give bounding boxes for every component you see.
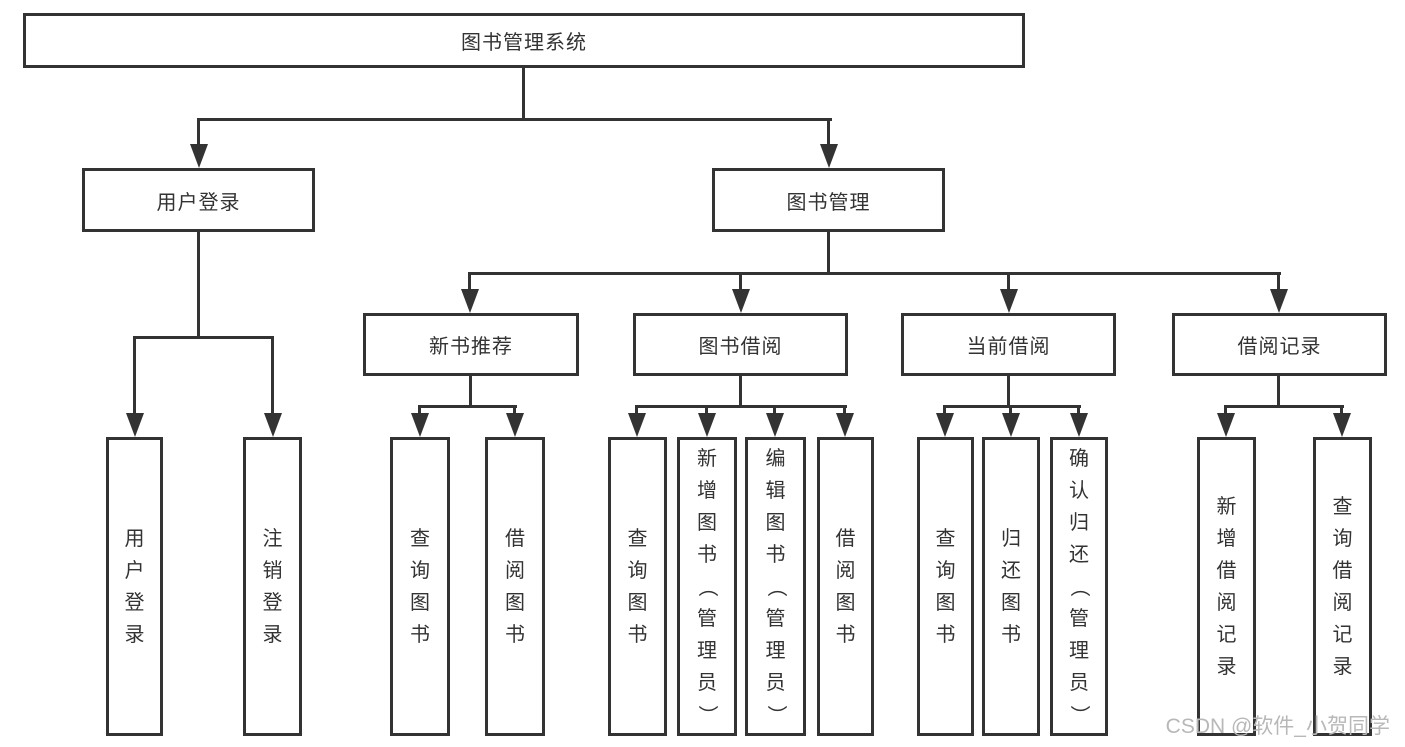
node-label: 新增图书（管理员） — [696, 447, 718, 725]
leaf-edit-book-admin: 编辑图书（管理员） — [745, 437, 806, 736]
node-label: 借阅记录 — [1237, 336, 1322, 358]
node-current-borrow: 当前借阅 — [901, 313, 1116, 376]
connector-new-book-rail — [418, 405, 517, 408]
leaf-query-books: 查询图书 — [608, 437, 667, 736]
leaf-borrow-books: 借阅图书 — [817, 437, 874, 736]
node-borrow-records: 借阅记录 — [1172, 313, 1387, 376]
node-label: 注销登录 — [262, 527, 283, 646]
node-label: 归还图书 — [1001, 527, 1021, 646]
arrowhead-icon — [411, 405, 429, 437]
node-label: 借阅图书 — [835, 527, 856, 646]
arrowhead-icon — [1070, 405, 1088, 437]
arrowhead-icon — [698, 405, 716, 437]
connector-user-login-rail — [133, 336, 274, 339]
connector-book-borrow-stub — [739, 376, 742, 408]
node-book-management: 图书管理 — [712, 168, 945, 232]
arrowhead-icon — [1333, 405, 1351, 437]
node-label: 查询图书 — [935, 527, 956, 646]
arrowhead-icon — [190, 118, 208, 168]
leaf-add-borrow-record: 新增借阅记录 — [1197, 437, 1256, 736]
connector-borrow-record-rail — [1225, 405, 1344, 408]
node-label: 查询借阅记录 — [1332, 495, 1353, 678]
arrowhead-icon — [820, 118, 838, 168]
leaf-query-books: 查询图书 — [390, 437, 450, 736]
connector-level1-rail — [197, 118, 832, 121]
connector-book-management-stub — [827, 232, 830, 275]
connector-new-book-stub — [469, 376, 472, 408]
connector-current-borrow-rail — [944, 405, 1081, 408]
arrowhead-icon — [766, 405, 784, 437]
node-new-book-recommend: 新书推荐 — [363, 313, 579, 376]
node-library-management-system: 图书管理系统 — [23, 13, 1025, 68]
node-label: 图书借阅 — [698, 336, 783, 358]
leaf-borrow-books: 借阅图书 — [485, 437, 545, 736]
arrowhead-icon — [628, 405, 646, 437]
leaf-add-book-admin: 新增图书（管理员） — [677, 437, 737, 736]
node-label: 编辑图书（管理员） — [764, 447, 787, 725]
leaf-user-login: 用户登录 — [106, 437, 163, 736]
node-label: 查询图书 — [410, 527, 430, 646]
arrowhead-icon — [126, 336, 144, 437]
arrowhead-icon — [264, 336, 282, 437]
arrowhead-icon — [732, 272, 750, 313]
arrowhead-icon — [506, 405, 524, 437]
node-label: 用户登录 — [156, 191, 241, 214]
leaf-confirm-return-admin: 确认归还（管理员） — [1050, 437, 1108, 736]
watermark: CSDN @软件_小贺同学 — [1165, 715, 1390, 738]
leaf-query-books: 查询图书 — [917, 437, 974, 736]
connector-user-login-stub — [197, 232, 200, 338]
connector-current-borrow-stub — [1007, 376, 1010, 408]
arrowhead-icon — [461, 272, 479, 313]
node-label: 图书管理 — [786, 191, 871, 214]
node-label: 确认归还（管理员） — [1068, 447, 1090, 725]
node-label: 用户登录 — [124, 527, 145, 646]
node-user-login: 用户登录 — [82, 168, 315, 232]
arrowhead-icon — [836, 405, 854, 437]
arrowhead-icon — [1000, 272, 1018, 313]
connector-borrow-record-stub — [1277, 376, 1280, 408]
connector-level2-rail — [469, 272, 1281, 275]
arrowhead-icon — [1217, 405, 1235, 437]
node-label: 新增借阅记录 — [1216, 495, 1237, 678]
connector-book-borrow-rail — [636, 405, 847, 408]
node-label: 新书推荐 — [429, 336, 513, 358]
node-label: 借阅图书 — [505, 527, 525, 646]
connector-root-stub — [522, 68, 525, 121]
node-label: 查询图书 — [627, 527, 648, 646]
arrowhead-icon — [1002, 405, 1020, 437]
node-book-borrow: 图书借阅 — [633, 313, 848, 376]
arrowhead-icon — [936, 405, 954, 437]
arrowhead-icon — [1270, 272, 1288, 313]
node-label: 当前借阅 — [966, 336, 1051, 358]
leaf-logout: 注销登录 — [243, 437, 302, 736]
leaf-return-book: 归还图书 — [982, 437, 1040, 736]
node-label: 图书管理系统 — [461, 32, 587, 54]
leaf-query-borrow-record: 查询借阅记录 — [1313, 437, 1372, 736]
